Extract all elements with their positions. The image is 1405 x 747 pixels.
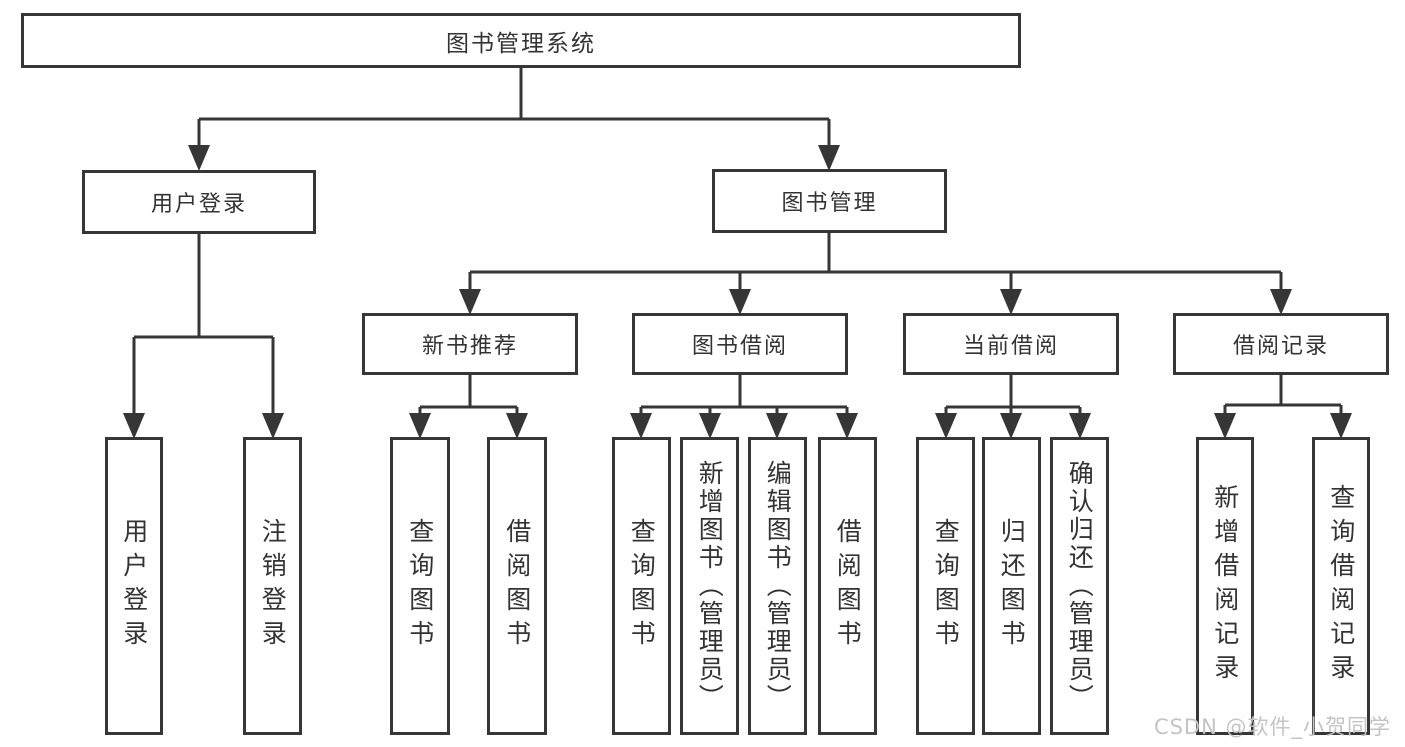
node-label: 借阅记录 [1232, 334, 1329, 359]
node-label: 归还图书 [997, 518, 1027, 654]
arrowhead-icon [1069, 413, 1091, 439]
node-label: 图书管理 [781, 191, 878, 216]
arrowhead-icon [409, 413, 431, 439]
node-current-borrow: 当前借阅 [903, 313, 1119, 375]
connector-current-borrow-to-leaves [944, 375, 1082, 420]
arrowhead-icon [1330, 413, 1352, 439]
connector-user-login-to-leaves [132, 234, 275, 420]
leaf-query-borrow-record: 查询借阅记录 [1312, 437, 1370, 735]
node-label: 图书借阅 [691, 334, 788, 359]
node-label: 确认归还（管理员） [1065, 460, 1095, 712]
arrowhead-icon [729, 289, 751, 315]
arrowhead-icon [459, 289, 481, 315]
arrowhead-icon [766, 413, 788, 439]
node-book-management: 图书管理 [712, 169, 947, 233]
node-borrow-records: 借阅记录 [1173, 313, 1389, 375]
node-new-book-recommend: 新书推荐 [362, 313, 578, 375]
arrowhead-icon [1000, 413, 1022, 439]
arrowhead-icon [1214, 413, 1236, 439]
node-label: 用户登录 [119, 518, 149, 654]
node-label: 图书管理系统 [446, 30, 596, 57]
connector-borrow-records-to-leaves [1223, 375, 1343, 420]
connector-new-book-to-leaves [418, 375, 519, 420]
arrowhead-icon [1000, 289, 1022, 315]
leaf-logout: 注销登录 [243, 437, 302, 735]
leaf-add-book-admin: 新增图书（管理员） [680, 437, 739, 735]
leaf-borrow-books-1: 借阅图书 [487, 437, 547, 735]
leaf-query-books-1: 查询图书 [390, 437, 450, 735]
node-label: 注销登录 [258, 518, 288, 654]
csdn-watermark: CSDN @软件_小贺同学 [1153, 715, 1391, 739]
arrowhead-icon [188, 145, 210, 171]
leaf-user-login: 用户登录 [105, 437, 163, 735]
node-library-management-system: 图书管理系统 [21, 13, 1021, 68]
arrowhead-icon [818, 145, 840, 171]
node-label: 借阅图书 [833, 518, 863, 654]
node-book-borrow: 图书借阅 [632, 313, 848, 375]
node-label: 编辑图书（管理员） [763, 460, 793, 712]
node-label: 新增图书（管理员） [695, 460, 725, 712]
node-label: 用户登录 [150, 192, 247, 217]
node-label: 新增借阅记录 [1210, 484, 1240, 688]
arrowhead-icon [123, 413, 145, 439]
node-label: 当前借阅 [962, 334, 1059, 359]
arrowhead-icon [262, 413, 284, 439]
node-label: 借阅图书 [502, 518, 532, 654]
leaf-borrow-books-2: 借阅图书 [818, 437, 877, 735]
leaf-query-books-2: 查询图书 [612, 437, 671, 735]
connector-book-management-to-level3 [468, 233, 1283, 300]
node-label: 查询图书 [931, 518, 961, 654]
arrowhead-icon [630, 413, 652, 439]
arrowhead-icon [506, 413, 528, 439]
node-label: 查询图书 [405, 518, 435, 654]
connector-book-borrow-to-leaves [639, 375, 849, 420]
connector-root-to-level2 [197, 68, 831, 152]
node-user-login: 用户登录 [82, 170, 316, 234]
arrowhead-icon [1270, 289, 1292, 315]
leaf-query-books-3: 查询图书 [916, 437, 975, 735]
leaf-return-book: 归还图书 [982, 437, 1041, 735]
leaf-edit-book-admin: 编辑图书（管理员） [748, 437, 807, 735]
node-label: 新书推荐 [421, 334, 518, 359]
arrowhead-icon [699, 413, 721, 439]
leaf-confirm-return-admin: 确认归还（管理员） [1050, 437, 1109, 735]
node-label: 查询图书 [627, 518, 657, 654]
arrowhead-icon [836, 413, 858, 439]
node-label: 查询借阅记录 [1326, 484, 1356, 688]
arrowhead-icon [935, 413, 957, 439]
leaf-add-borrow-record: 新增借阅记录 [1196, 437, 1254, 735]
